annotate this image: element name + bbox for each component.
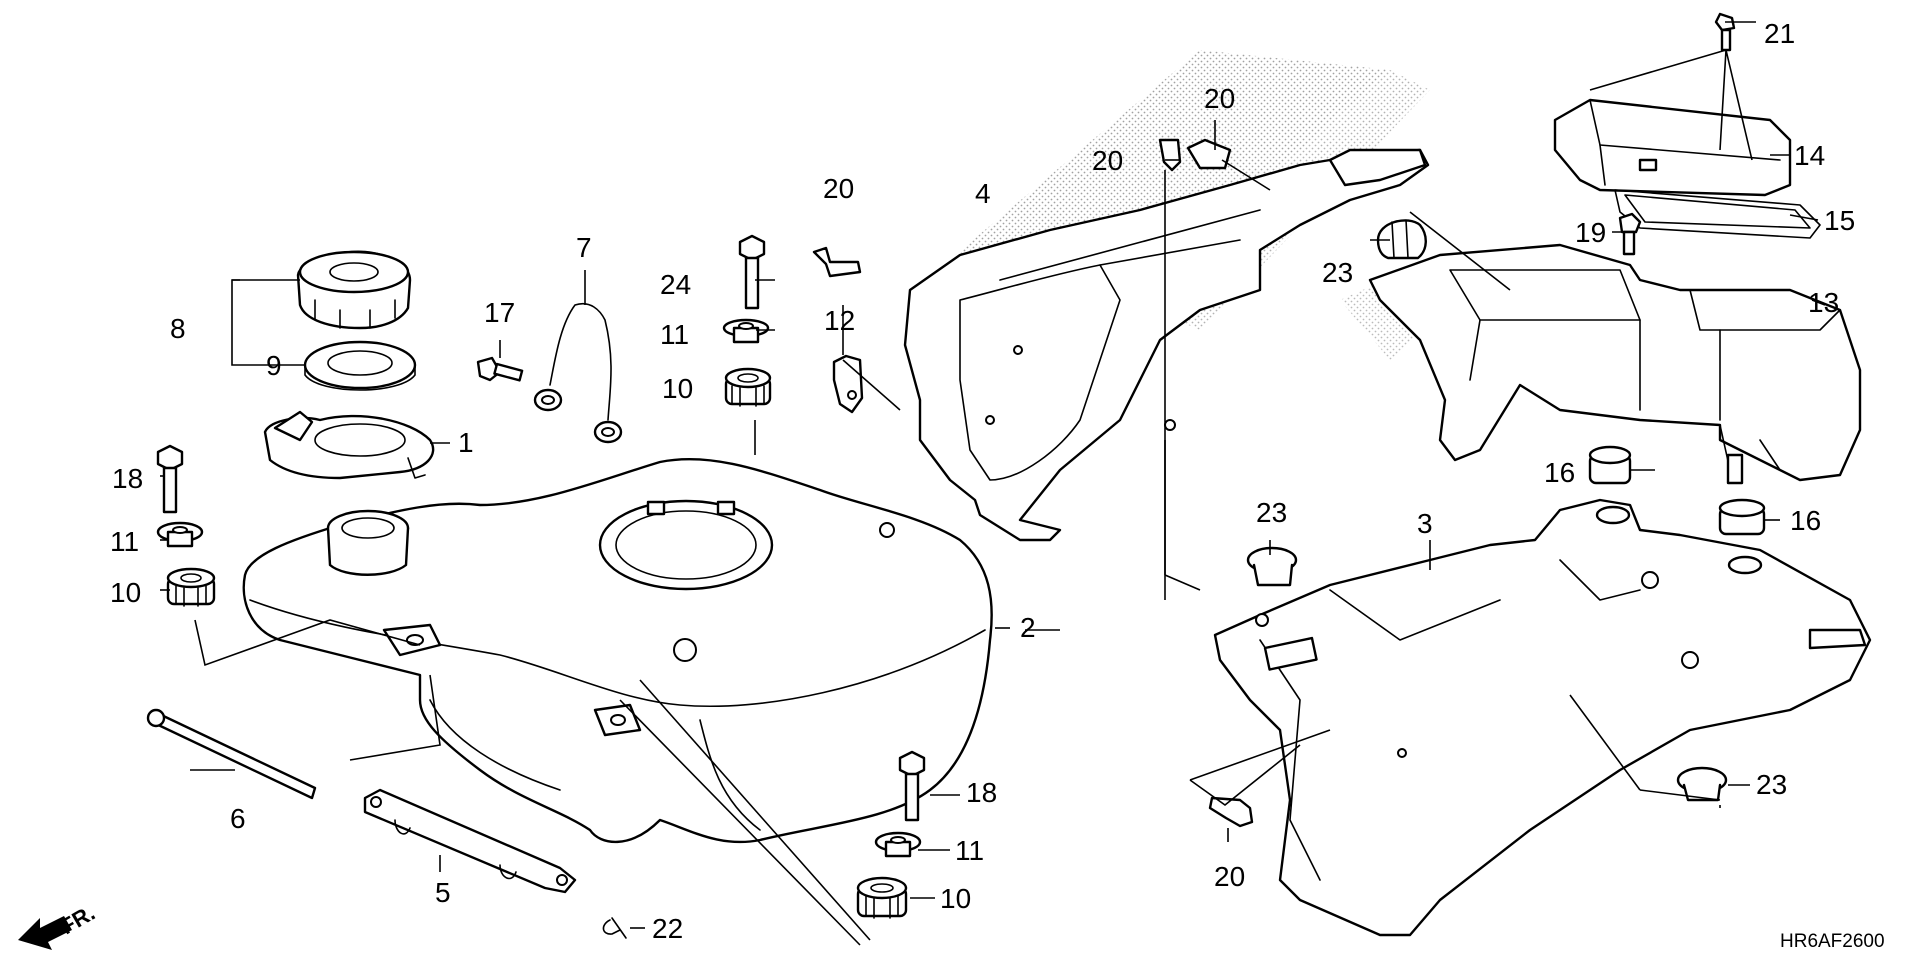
- clip-20-top: [1186, 138, 1232, 170]
- callout-23-top: 23: [1322, 257, 1353, 288]
- front-direction-arrow: FR.: [18, 900, 99, 950]
- callout-10-bottom: 10: [940, 883, 971, 914]
- callout-18-bottom: 18: [966, 777, 997, 808]
- callout-17: 17: [484, 297, 515, 328]
- callout-21: 21: [1764, 18, 1795, 49]
- tank-rod: [146, 708, 317, 800]
- callout-11-bottom: 11: [955, 835, 984, 866]
- callout-20-top: 20: [1204, 83, 1235, 114]
- grommet-10-center: [724, 367, 772, 407]
- callout-12: 12: [824, 305, 855, 336]
- callout-15: 15: [1824, 205, 1855, 236]
- clip-20-bottom: [1208, 796, 1254, 828]
- battery-box-13: [1368, 243, 1862, 485]
- callout-23-low: 23: [1756, 769, 1787, 800]
- frame-cover-4: [903, 148, 1430, 542]
- diagram-code: HR6AF2600: [1780, 931, 1885, 952]
- bolt-19: [1618, 212, 1642, 256]
- fuel-cap: [296, 250, 412, 330]
- grommet-16-left: [1588, 445, 1632, 485]
- collar-11-center: [722, 318, 770, 344]
- grommet-23-mid: [1246, 546, 1298, 587]
- callout-labels: 1 2 3 4 5 6 7 8 9 10 10 10 11 11 11 12 1…: [110, 18, 1885, 952]
- callout-1: 1: [458, 427, 474, 458]
- grommet-10-bottom: [856, 876, 908, 919]
- leader-lines: [160, 21, 1826, 946]
- bolt-18-bottom: [898, 750, 926, 822]
- callout-9: 9: [266, 350, 282, 381]
- callout-23-mid: 23: [1256, 497, 1287, 528]
- strap-bracket: [363, 788, 577, 894]
- callout-13: 13: [1808, 287, 1839, 318]
- filler-bracket: [263, 410, 435, 480]
- callout-14: 14: [1794, 140, 1825, 171]
- bolt-17: [476, 356, 524, 382]
- collar-11-bottom: [874, 831, 922, 858]
- under-tray-3: [1213, 498, 1872, 937]
- callout-16-right: 16: [1790, 505, 1821, 536]
- callout-22: 22: [652, 913, 683, 944]
- box-cover-14: [1553, 98, 1792, 197]
- callout-24: 24: [660, 269, 691, 300]
- callout-3: 3: [1417, 508, 1433, 539]
- clip-20-left: [812, 246, 862, 278]
- callout-10-left: 10: [110, 577, 141, 608]
- callout-18-left: 18: [112, 463, 143, 494]
- clip-20-center: [1158, 138, 1182, 172]
- callout-11-left: 11: [110, 526, 139, 557]
- callout-19: 19: [1575, 217, 1606, 248]
- pin-22: [602, 917, 627, 939]
- fuel-tank: [242, 458, 993, 844]
- bolt-21: [1714, 12, 1736, 52]
- bolt-24: [738, 234, 766, 310]
- cap-gasket: [303, 340, 417, 391]
- callout-2: 2: [1020, 612, 1036, 643]
- callout-5: 5: [435, 877, 451, 908]
- grommet-10-left: [166, 567, 216, 607]
- callout-16-left: 16: [1544, 457, 1575, 488]
- callout-20-center: 20: [1092, 145, 1123, 176]
- ground-strap: [533, 302, 623, 444]
- callout-4: 4: [975, 178, 991, 209]
- cover-seal-15: [1614, 189, 1821, 239]
- grommet-16-right: [1718, 498, 1766, 536]
- callout-10-center: 10: [662, 373, 693, 404]
- callout-6: 6: [230, 803, 246, 834]
- callout-11-center: 11: [660, 319, 689, 350]
- callout-20-left: 20: [823, 173, 854, 204]
- callout-20-bottom: 20: [1214, 861, 1245, 892]
- callout-8: 8: [170, 313, 186, 344]
- collar-11-left: [156, 521, 204, 548]
- callout-7: 7: [576, 232, 592, 263]
- grommet-23-top: [1376, 219, 1427, 260]
- bolt-18-left: [156, 444, 184, 514]
